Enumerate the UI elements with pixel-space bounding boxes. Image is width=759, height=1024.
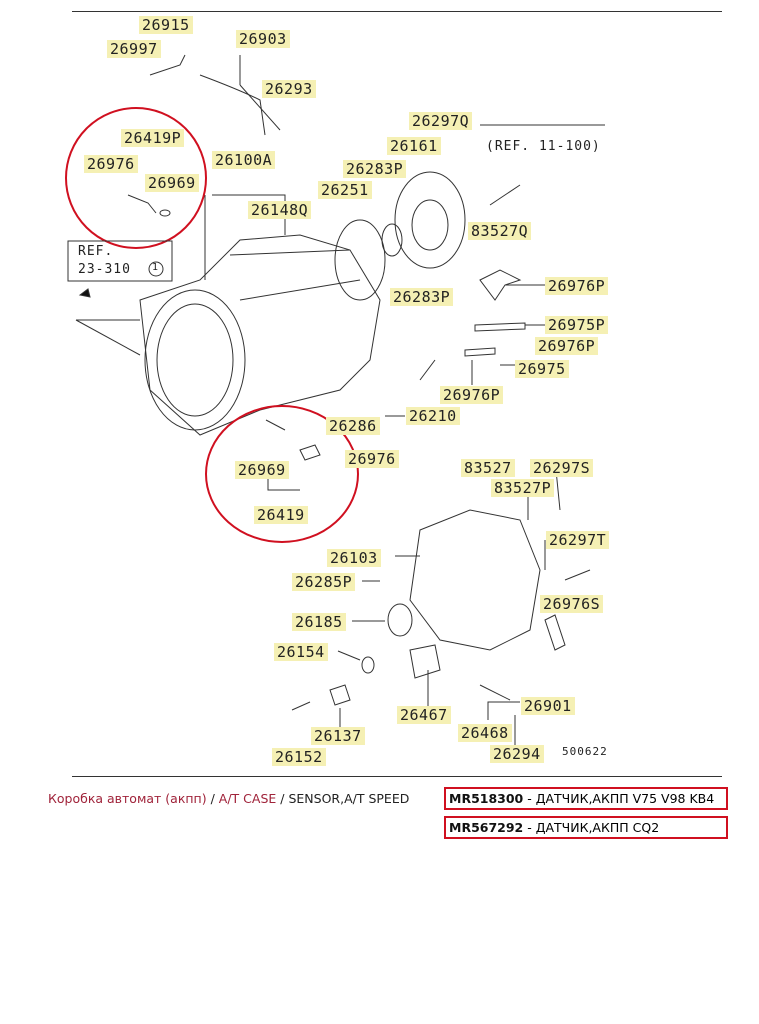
case-bell-opening — [144, 289, 246, 431]
part-label[interactable]: 26419P — [121, 129, 185, 147]
part-label[interactable]: 83527Q — [468, 222, 532, 240]
part-label[interactable]: 26969 — [235, 461, 289, 479]
transmission-case — [139, 234, 381, 436]
gasket — [334, 219, 386, 301]
part-number: MR518300 — [449, 791, 524, 806]
part-label[interactable]: 26100A — [212, 151, 276, 169]
part-label[interactable]: 26103 — [327, 549, 381, 567]
breadcrumb-current: SENSOR,A/T SPEED — [288, 791, 410, 806]
part-result-1[interactable]: MR518300 - ДАТЧИК,АКПП V75 V98 KB4 — [444, 787, 728, 810]
extension-housing — [409, 509, 541, 651]
part-label[interactable]: 26286 — [326, 417, 380, 435]
part-label[interactable]: 26975 — [515, 360, 569, 378]
part-label[interactable]: 26468 — [458, 724, 512, 742]
part-label[interactable]: 26903 — [236, 30, 290, 48]
ref-box — [67, 240, 173, 282]
ref-box-line1: REF. — [78, 244, 114, 259]
part-label[interactable]: 26297T — [546, 531, 610, 549]
parts-diagram-drawing — [65, 54, 605, 745]
part-description: - ДАТЧИК,АКПП CQ2 — [523, 820, 660, 835]
highlight-circle-upper — [65, 107, 207, 249]
part-label[interactable]: 26976 — [84, 155, 138, 173]
part-label[interactable]: 83527P — [491, 479, 555, 497]
part-label[interactable]: 26283P — [390, 288, 454, 306]
part-label[interactable]: 26137 — [311, 727, 365, 745]
breadcrumb-link-at-case[interactable]: A/T CASE — [218, 791, 277, 806]
part-label[interactable]: 26976P — [545, 277, 609, 295]
breadcrumb-separator: / — [280, 791, 285, 806]
part-label[interactable]: 26293 — [262, 80, 316, 98]
part-label[interactable]: 26976S — [540, 595, 604, 613]
part-label[interactable]: 26969 — [145, 174, 199, 192]
part-label[interactable]: 26915 — [139, 16, 193, 34]
top-divider — [72, 11, 722, 12]
part-label[interactable]: 26148Q — [248, 201, 312, 219]
part-label[interactable]: 26285P — [292, 573, 356, 591]
ref-box-circle-number: 1 — [152, 262, 160, 273]
ref-top-text: (REF. 11-100) — [486, 139, 601, 154]
part-label[interactable]: 26975P — [545, 316, 609, 334]
part-label[interactable]: 26161 — [387, 137, 441, 155]
part-number: MR567292 — [449, 820, 524, 835]
part-label[interactable]: 26294 — [490, 745, 544, 763]
highlight-circle-lower — [205, 405, 359, 543]
bottom-divider — [72, 776, 722, 777]
part-label[interactable]: 26467 — [397, 706, 451, 724]
part-label[interactable]: 26901 — [521, 697, 575, 715]
part-label[interactable]: 26976P — [535, 337, 599, 355]
breadcrumb-link-automatic-gearbox[interactable]: Коробка автомат (акпп) — [48, 791, 207, 806]
part-label[interactable]: 26152 — [272, 748, 326, 766]
part-label[interactable]: 26251 — [318, 181, 372, 199]
part-label[interactable]: 26210 — [406, 407, 460, 425]
part-label[interactable]: 26185 — [292, 613, 346, 631]
part-label[interactable]: 83527 — [461, 459, 515, 477]
part-label[interactable]: 26297Q — [409, 112, 473, 130]
diagram-id: 500622 — [562, 745, 608, 758]
breadcrumb: Коробка автомат (акпп) / A/T CASE / SENS… — [48, 791, 409, 806]
part-label[interactable]: 26976 — [345, 450, 399, 468]
ref-box-line2: 23-310 — [78, 262, 131, 277]
part-label[interactable]: 26997 — [107, 40, 161, 58]
part-label[interactable]: 26297S — [530, 459, 594, 477]
part-result-2[interactable]: MR567292 - ДАТЧИК,АКПП CQ2 — [444, 816, 728, 839]
oil-pump — [394, 171, 466, 269]
part-label[interactable]: 26976P — [440, 386, 504, 404]
breadcrumb-separator: / — [210, 791, 215, 806]
part-label[interactable]: 26154 — [274, 643, 328, 661]
part-label[interactable]: 26419 — [254, 506, 308, 524]
part-label[interactable]: 26283P — [343, 160, 407, 178]
part-description: - ДАТЧИК,АКПП V75 V98 KB4 — [523, 791, 715, 806]
